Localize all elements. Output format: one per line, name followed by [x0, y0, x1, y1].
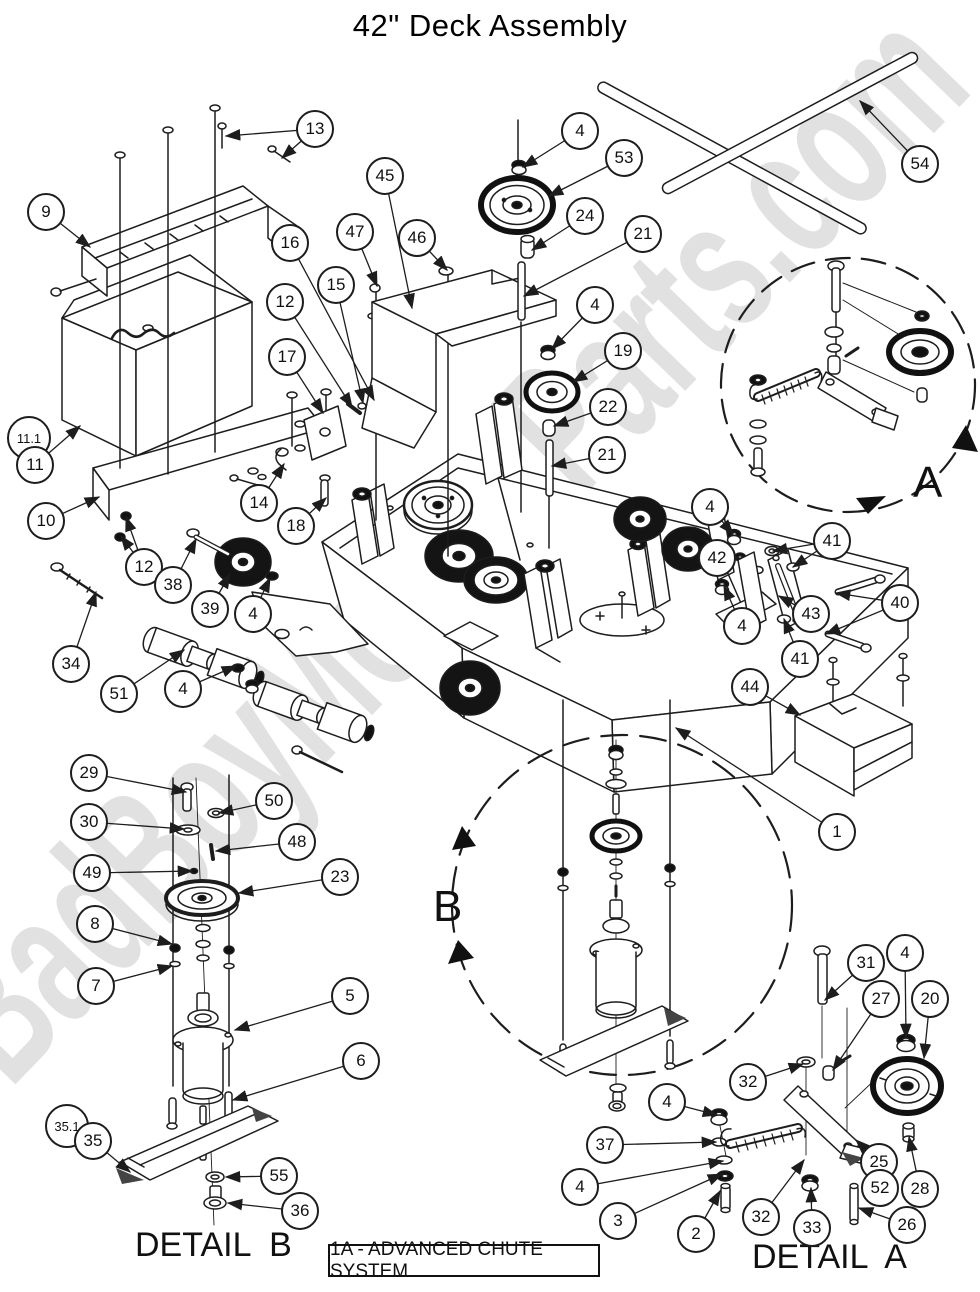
detail-a-label: DETAIL A	[752, 1238, 907, 1276]
idler-arm-stack	[475, 344, 581, 663]
deck-belt	[597, 51, 919, 235]
detail-b-label: DETAIL B	[135, 1226, 292, 1264]
chute-assembly	[50, 104, 325, 542]
belt-cover-box	[794, 652, 913, 797]
inset-detail-a	[719, 256, 978, 514]
discharge-baffle	[361, 269, 557, 449]
clutch-pulley-stack	[478, 119, 556, 513]
detail-a-letter: A	[913, 458, 943, 507]
chute-system-label: 1A - ADVANCED CHUTE SYSTEM	[328, 1239, 600, 1282]
page-title: 42" Deck Assembly	[352, 8, 628, 43]
detail-a-exploded	[710, 945, 944, 1226]
projection-circle-b	[448, 699, 794, 1112]
detail-b-exploded	[116, 774, 279, 1226]
deck-pulleys	[402, 479, 529, 604]
detail-b-letter: B	[433, 882, 463, 931]
anti-scalp-wheels	[214, 496, 715, 587]
